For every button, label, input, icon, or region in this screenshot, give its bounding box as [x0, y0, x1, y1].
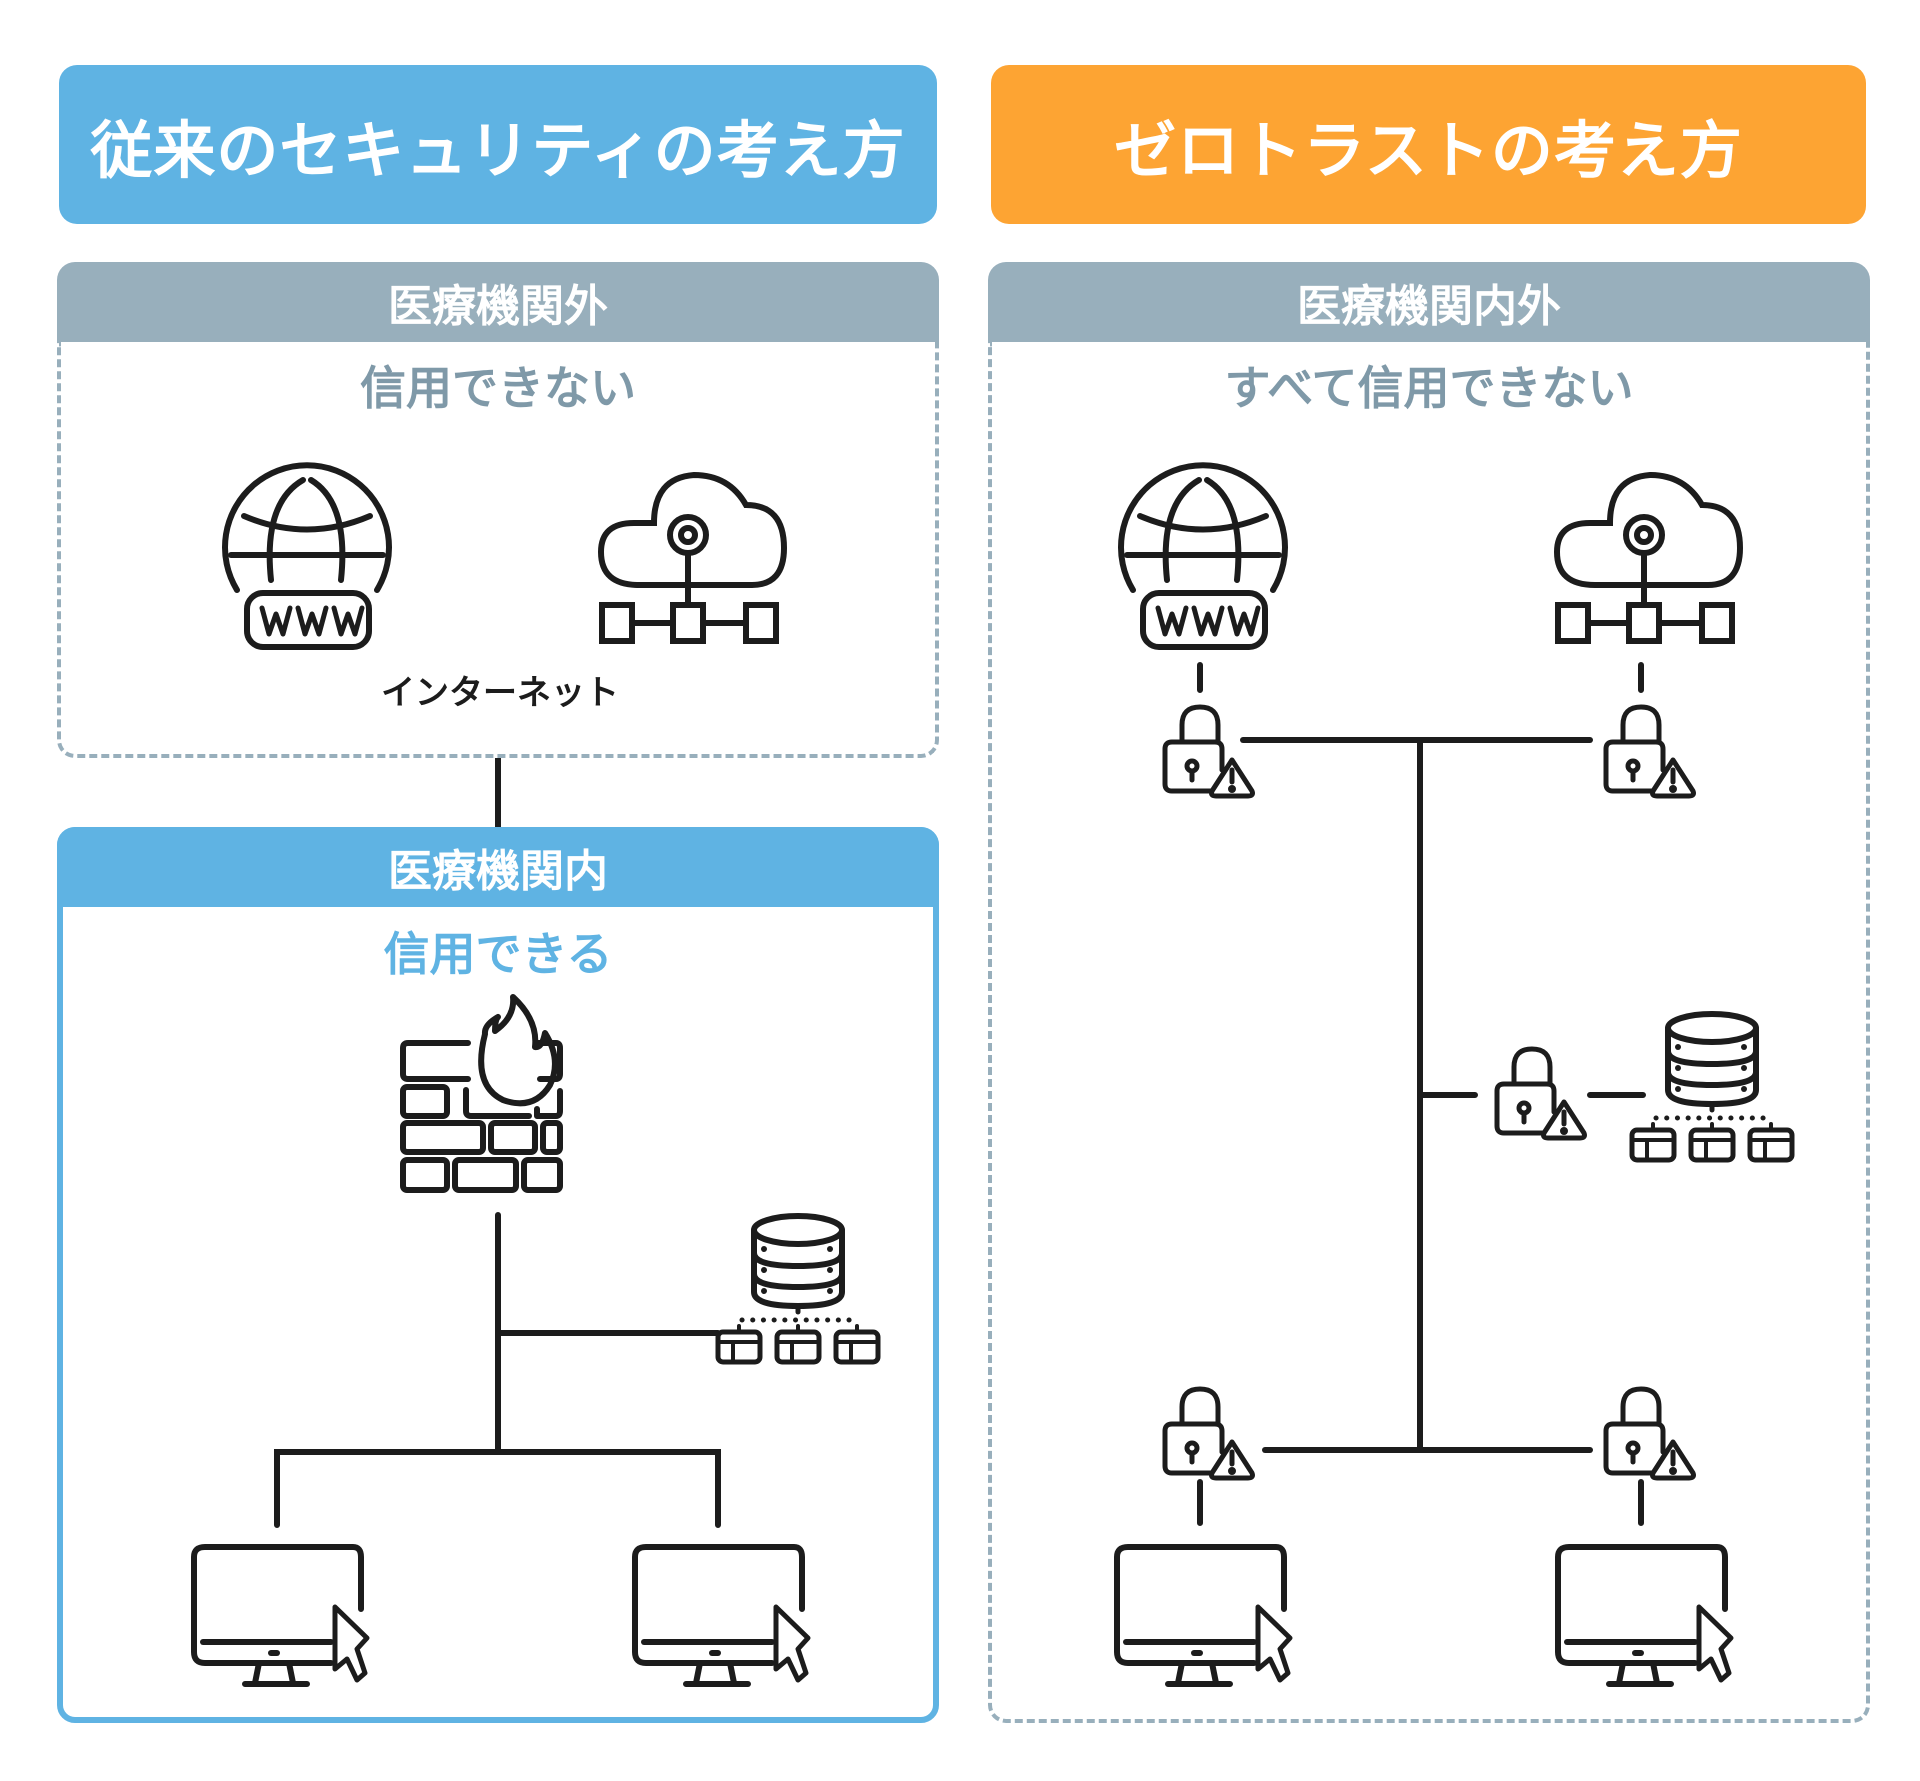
traditional-security-title: 従来のセキュリティの考え方 [59, 65, 937, 224]
lock-warning-icon [1165, 1389, 1253, 1478]
desktop-computer-icon [635, 1547, 808, 1684]
lock-warning-icon [1497, 1049, 1585, 1138]
desktop-computer-icon [194, 1547, 367, 1684]
lock-warning-icon [1606, 707, 1694, 796]
zero-trust-title: ゼロトラストの考え方 [991, 65, 1866, 224]
globe-www-icon [225, 465, 389, 647]
cloud-network-icon [601, 475, 784, 641]
inside-institution-header: 医療機関内 [57, 827, 939, 907]
database-server-icon [1632, 1014, 1792, 1160]
internal-network-lines [274, 1212, 721, 1528]
globe-www-icon [1121, 465, 1285, 647]
outside-institution-box [57, 342, 939, 758]
desktop-computer-icon [1117, 1547, 1290, 1684]
trusted-status: 信用できる [383, 927, 613, 981]
lock-warning-icon [1606, 1389, 1694, 1478]
outside-institution-header: 医療機関外 [57, 262, 939, 342]
zero-trust-network-lines [1197, 662, 1646, 1526]
zero-trust-box [988, 342, 1870, 1723]
inside-outside-institution-header: 医療機関内外 [988, 262, 1870, 342]
cloud-network-icon [1557, 475, 1740, 641]
untrusted-status: 信用できない [360, 361, 636, 415]
desktop-computer-icon [1558, 1547, 1731, 1684]
internet-label: インターネット [381, 673, 619, 713]
lock-warning-icon [1165, 707, 1253, 796]
firewall-icon [403, 997, 560, 1190]
all-untrusted-status: すべて信用できない [1224, 361, 1634, 415]
database-server-icon [718, 1216, 878, 1362]
